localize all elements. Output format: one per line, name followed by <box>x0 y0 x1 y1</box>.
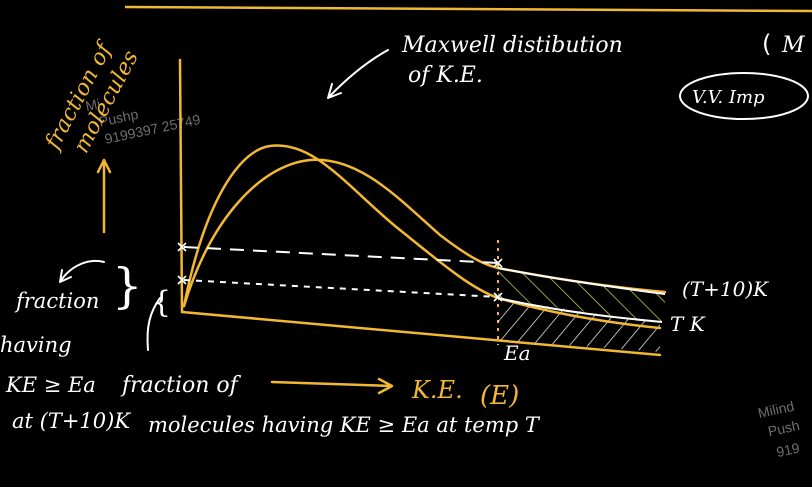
important-badge-ring <box>679 72 809 120</box>
top-border-line <box>124 5 812 13</box>
y-axis <box>178 58 184 314</box>
tail-area-high-temp <box>498 268 665 322</box>
bottom-note-line-1: fraction of <box>120 373 242 398</box>
watermark-right-name-1: Milind <box>756 398 795 421</box>
x-axis-label-ke: K.E. <box>411 376 463 404</box>
bottom-note-pointer <box>146 297 161 351</box>
left-note-line-1: fraction <box>14 289 99 313</box>
curve-low-temp <box>182 144 662 330</box>
bottom-note-line-2: molecules having KE ≥ Ea at temp T <box>148 413 541 437</box>
left-note-line-3: KE ≥ Ea <box>5 373 96 397</box>
brace-high-temp: } <box>112 258 143 314</box>
tail-area-low-temp <box>498 298 660 352</box>
bottom-note-arrow <box>270 377 394 395</box>
curve-label-high-temp: (T+10)K <box>682 277 769 301</box>
title-line-2: of K.E. <box>408 63 483 88</box>
brace-low-temp: { <box>152 285 171 320</box>
cross-marker-3 <box>493 258 503 268</box>
x-axis-label-e: (E) <box>480 381 519 411</box>
watermark-right-name-2: Push <box>766 417 801 439</box>
curve-tail-high-white <box>497 267 666 295</box>
curve-tail-low-white <box>497 297 663 323</box>
y-axis-up-arrow <box>96 158 112 234</box>
x-axis <box>180 310 662 357</box>
corner-bracket: ( <box>762 30 771 58</box>
left-note-line-2: having <box>0 333 72 357</box>
watermark-left-name-1: Mi <box>84 95 102 114</box>
axes <box>178 58 662 357</box>
left-note-line-4: at (T+10)K <box>12 409 131 433</box>
title-line-1: Maxwell distibution <box>401 33 623 58</box>
dash-line-high-temp <box>183 246 499 264</box>
curve-label-low-temp: T K <box>670 312 706 336</box>
marker-crosses <box>177 242 503 302</box>
cross-marker-2 <box>177 275 187 285</box>
title-pointer-arrow <box>327 49 389 99</box>
left-note-pointer <box>59 260 105 283</box>
important-badge: V.V. Imp <box>692 87 765 108</box>
dash-line-low-temp <box>183 279 499 298</box>
watermark-right: Milind Push 919 <box>756 398 801 460</box>
cross-marker-1 <box>177 242 187 252</box>
corner-letter: M <box>781 33 805 58</box>
watermark-right-phone: 919 <box>775 439 801 460</box>
cross-marker-4 <box>493 292 503 302</box>
ea-marker-label: Ea <box>503 341 531 365</box>
